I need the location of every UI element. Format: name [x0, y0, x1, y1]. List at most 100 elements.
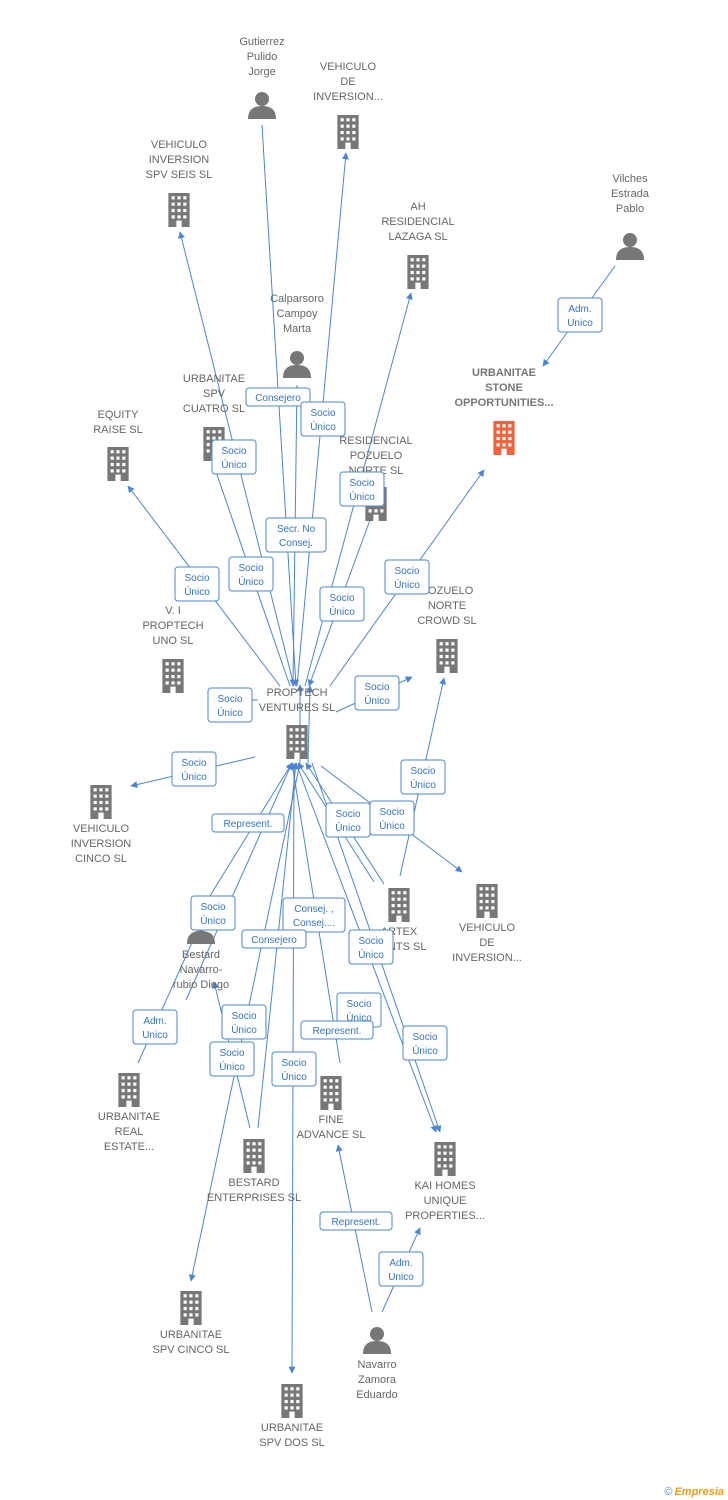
edge-label-box: [221, 1004, 267, 1040]
node-label-line: VENTURES SL: [259, 702, 335, 714]
node-label-line: VEHICULO: [151, 139, 208, 151]
edge-label-text: Socio: [358, 936, 383, 947]
node-label-line: INVERSION: [71, 838, 132, 850]
edge-label-text: Socio: [219, 1048, 244, 1059]
edge-label-text: Único: [349, 490, 375, 503]
edge-label-text: Socio: [379, 807, 404, 818]
building-icon: [286, 725, 308, 759]
edge-label-text: Socio: [310, 408, 335, 419]
edge-label-box: [132, 1009, 178, 1045]
edge-label-e-consejero-calp[interactable]: Consejero: [245, 387, 311, 407]
edge-label-text: Socio: [281, 1058, 306, 1069]
building-icon: [436, 639, 458, 673]
edge-label-text: Consej.: [279, 538, 313, 549]
node-label-line: Eduardo: [356, 1389, 398, 1401]
edge-label-box: [245, 387, 311, 407]
node-label-line: REAL: [115, 1126, 144, 1138]
building-icon: [162, 659, 184, 693]
edge-label-text: Socio: [217, 694, 242, 705]
node-label-line: STONE: [485, 382, 523, 394]
footer-brand[interactable]: ©Empresia: [664, 1486, 724, 1498]
edge-label-text: Socio: [394, 566, 419, 577]
node-label-line: Calparsoro: [270, 293, 324, 305]
node-label-line: PROPERTIES...: [405, 1210, 485, 1222]
node-label-line: Zamora: [358, 1374, 397, 1386]
edge-label-box: [211, 813, 285, 833]
edge-label-e-consej-multi[interactable]: Consej. ,Consej....: [282, 897, 346, 933]
edge-label-text: Socio: [410, 766, 435, 777]
edge-label-text: Consejero: [251, 935, 297, 946]
node-label-line: ESTATE...: [104, 1141, 154, 1153]
node-urbanitae-stone[interactable]: URBANITAESTONEOPPORTUNITIES...: [454, 367, 554, 455]
node-label-line: Estrada: [611, 188, 650, 200]
node-label-line: Campoy: [277, 308, 318, 320]
node-kai-homes[interactable]: KAI HOMESUNIQUEPROPERTIES...: [405, 1142, 485, 1222]
building-icon: [407, 255, 429, 289]
edge-label-text: Único: [217, 706, 243, 719]
edge-label-text: Socio: [181, 758, 206, 769]
edge-label-text: Único: [221, 458, 247, 471]
edge-label-box: [271, 1051, 317, 1087]
building-icon: [476, 884, 498, 918]
node-vehiculo-top[interactable]: VEHICULODEINVERSION...: [313, 61, 383, 149]
edge-label-e-vilches[interactable]: Adm.Unico: [557, 297, 603, 333]
edge-label-e-adm-kai[interactable]: Adm.Unico: [378, 1251, 424, 1287]
node-label-line: Gutierrez: [239, 36, 284, 48]
brand-name: Empresia: [674, 1486, 724, 1498]
node-label-line: UNO SL: [153, 635, 194, 647]
edge-label-e-represent-nav[interactable]: Represent.: [319, 1211, 393, 1231]
node-label-line: Pablo: [616, 203, 644, 215]
node-label-line: POZUELO: [421, 585, 474, 597]
edge-label-e-represent-top[interactable]: Represent.: [211, 813, 285, 833]
edge-label-text: Único: [181, 770, 207, 783]
edge-label-e-consejero-bestard[interactable]: Consejero: [241, 929, 307, 949]
edge-label-text: Único: [335, 821, 361, 834]
edge-label-e-adm-real[interactable]: Adm.Unico: [132, 1009, 178, 1045]
edge-label-box: [282, 897, 346, 933]
edge-label-box: [207, 687, 253, 723]
node-urbanitae-real[interactable]: URBANITAEREALESTATE...: [98, 1073, 160, 1153]
edge-label-e-represent-fine[interactable]: Represent.: [300, 1020, 374, 1040]
edge-label-text: Socio: [221, 446, 246, 457]
node-vehiculo-right[interactable]: VEHICULODEINVERSION...: [452, 884, 522, 964]
building-icon: [434, 1142, 456, 1176]
